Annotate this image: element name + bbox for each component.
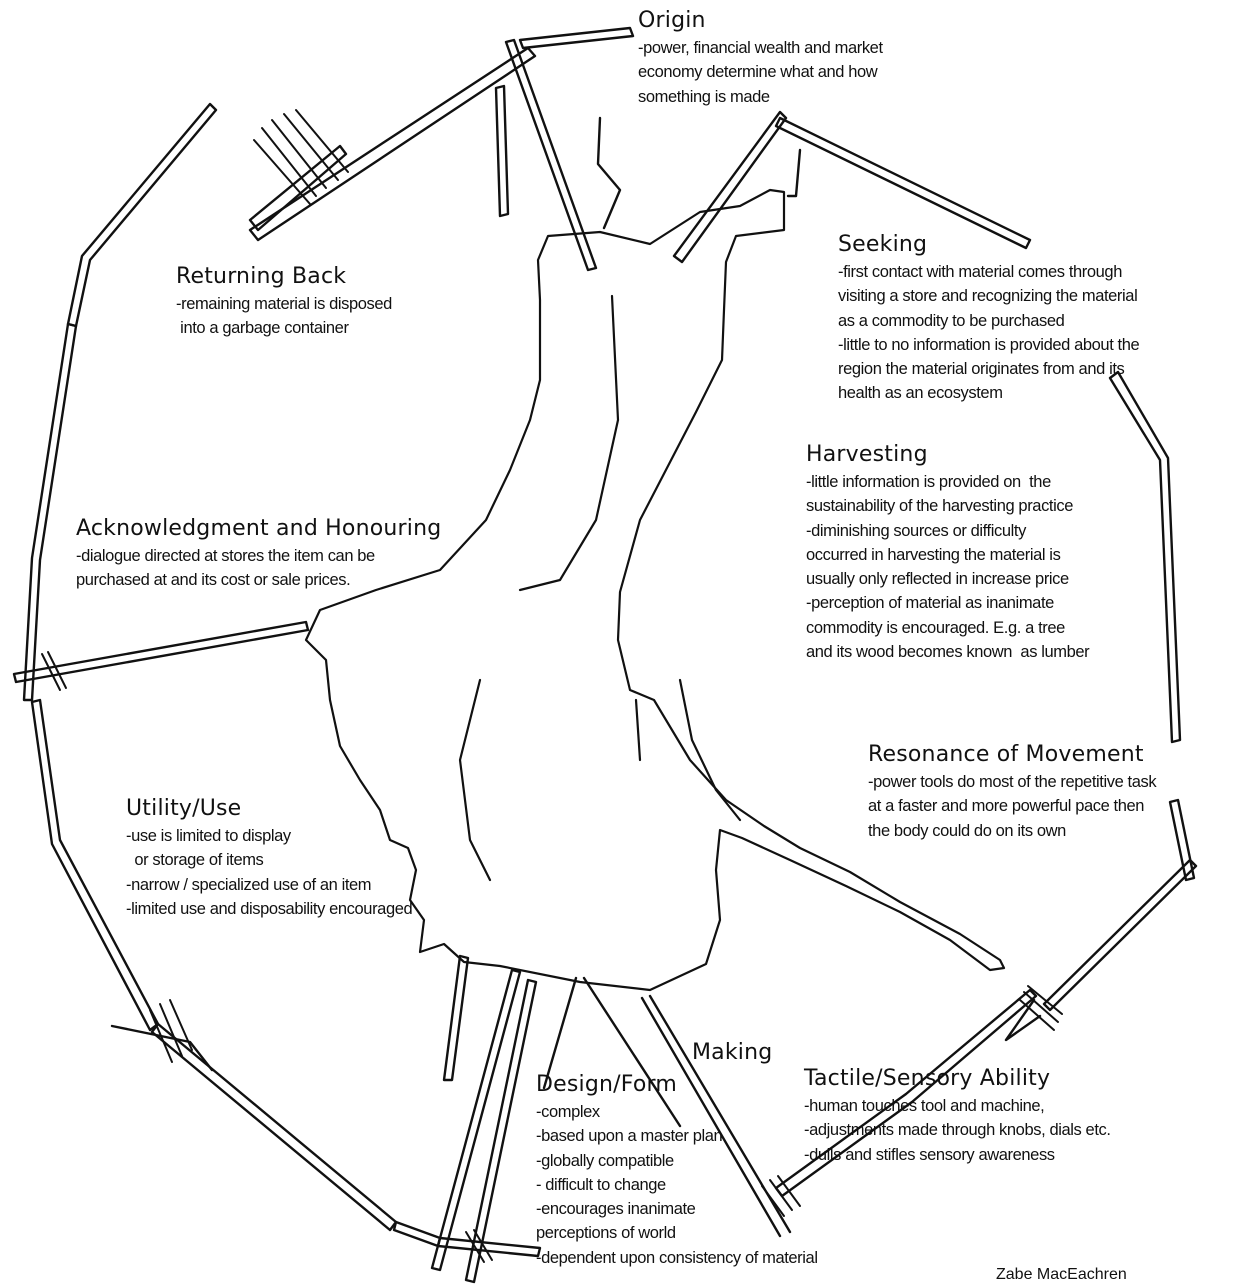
note-line: the body could do on its own: [868, 819, 1156, 843]
note-line: -narrow / specialized use of an item: [126, 873, 412, 897]
stage-resonance-title: Resonance of Movement: [868, 742, 1156, 768]
note-line: purchased at and its cost or sale prices…: [76, 568, 441, 592]
author-credit: Zabe MacEachren: [996, 1266, 1127, 1284]
note-line: -use is limited to display: [126, 824, 412, 848]
stage-design-form: Design/Form -complex -based upon a maste…: [536, 1072, 818, 1270]
stage-tactile-sensory-ability: Tactile/Sensory Ability -human touches t…: [804, 1066, 1111, 1167]
note-line: -first contact with material comes throu…: [838, 260, 1139, 284]
stage-acknowledgment-title: Acknowledgment and Honouring: [76, 516, 441, 542]
note-line: at a faster and more powerful pace then: [868, 794, 1156, 818]
note-line: and its wood becomes known as lumber: [806, 640, 1089, 664]
stage-resonance-of-movement: Resonance of Movement -power tools do mo…: [868, 742, 1156, 843]
stage-acknowledgment-and-honouring: Acknowledgment and Honouring -dialogue d…: [76, 516, 441, 593]
stage-design-notes: -complex -based upon a master plan -glob…: [536, 1100, 818, 1270]
stage-origin-notes: -power, financial wealth and market econ…: [638, 36, 883, 109]
note-line: -encourages inanimate: [536, 1197, 818, 1221]
stage-seeking-title: Seeking: [838, 232, 1139, 258]
note-line: -power tools do most of the repetitive t…: [868, 770, 1156, 794]
stage-making-title: Making: [692, 1040, 772, 1066]
note-line: -adjustments made through knobs, dials e…: [804, 1118, 1111, 1142]
note-line: -diminishing sources or difficulty: [806, 519, 1089, 543]
stage-utility-notes: -use is limited to display or storage of…: [126, 824, 412, 921]
note-line: - difficult to change: [536, 1173, 818, 1197]
stage-origin: Origin -power, financial wealth and mark…: [638, 8, 883, 109]
note-line: or storage of items: [126, 848, 412, 872]
stage-returning-notes: -remaining material is disposed into a g…: [176, 292, 392, 341]
note-line: -dialogue directed at stores the item ca…: [76, 544, 441, 568]
stage-returning-back: Returning Back -remaining material is di…: [176, 264, 392, 341]
note-line: region the material originates from and …: [838, 357, 1139, 381]
note-line: -little information is provided on the: [806, 470, 1089, 494]
note-line: -power, financial wealth and market: [638, 36, 883, 60]
note-line: perceptions of world: [536, 1221, 818, 1245]
stage-harvesting: Harvesting -little information is provid…: [806, 442, 1089, 664]
note-line: -human touches tool and machine,: [804, 1094, 1111, 1118]
note-line: occurred in harvesting the material is: [806, 543, 1089, 567]
note-line: health as an ecosystem: [838, 381, 1139, 405]
stage-harvesting-notes: -little information is provided on the s…: [806, 470, 1089, 664]
note-line: economy determine what and how: [638, 60, 883, 84]
stage-harvesting-title: Harvesting: [806, 442, 1089, 468]
stage-tactile-notes: -human touches tool and machine, -adjust…: [804, 1094, 1111, 1167]
note-line: visiting a store and recognizing the mat…: [838, 284, 1139, 308]
stage-making: Making: [692, 1040, 772, 1068]
stage-utility-title: Utility/Use: [126, 796, 412, 822]
stage-returning-title: Returning Back: [176, 264, 392, 290]
note-line: commodity is encouraged. E.g. a tree: [806, 616, 1089, 640]
note-line: -remaining material is disposed: [176, 292, 392, 316]
stage-origin-title: Origin: [638, 8, 883, 34]
note-line: -based upon a master plan: [536, 1124, 818, 1148]
note-line: -dependent upon consistency of material: [536, 1246, 818, 1270]
note-line: into a garbage container: [176, 316, 392, 340]
note-line: as a commodity to be purchased: [838, 309, 1139, 333]
note-line: -dulls and stifles sensory awareness: [804, 1143, 1111, 1167]
note-line: something is made: [638, 85, 883, 109]
note-line: -little to no information is provided ab…: [838, 333, 1139, 357]
stage-resonance-notes: -power tools do most of the repetitive t…: [868, 770, 1156, 843]
note-line: -complex: [536, 1100, 818, 1124]
stage-seeking: Seeking -first contact with material com…: [838, 232, 1139, 406]
note-line: sustainability of the harvesting practic…: [806, 494, 1089, 518]
stage-utility-use: Utility/Use -use is limited to display o…: [126, 796, 412, 921]
stage-acknowledgment-notes: -dialogue directed at stores the item ca…: [76, 544, 441, 593]
note-line: usually only reflected in increase price: [806, 567, 1089, 591]
note-line: -perception of material as inanimate: [806, 591, 1089, 615]
stage-seeking-notes: -first contact with material comes throu…: [838, 260, 1139, 406]
note-line: -limited use and disposability encourage…: [126, 897, 412, 921]
stage-tactile-title: Tactile/Sensory Ability: [804, 1066, 1111, 1092]
note-line: -globally compatible: [536, 1149, 818, 1173]
stage-design-title: Design/Form: [536, 1072, 818, 1098]
